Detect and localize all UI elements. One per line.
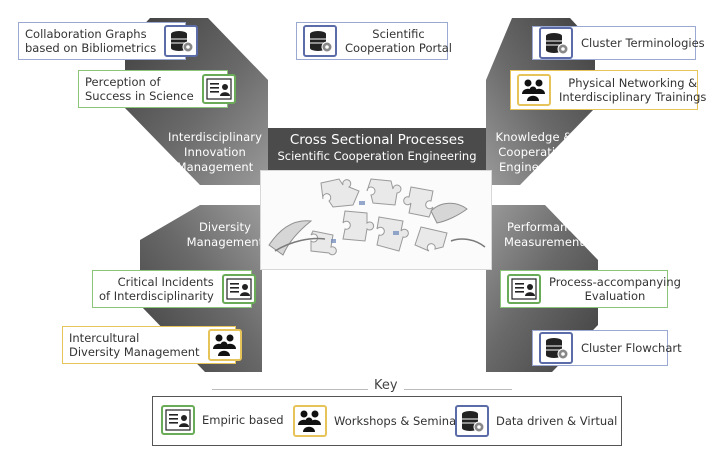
box-perception-of-success: Perception of Success in Science	[78, 70, 236, 108]
box-cluster-terminologies: Cluster Terminologies	[532, 26, 705, 60]
arm-label-line: Engineering	[498, 160, 570, 174]
box-text-line: Cooperation Portal	[345, 41, 452, 55]
key-item-empiric: Empiric based	[161, 405, 284, 435]
box-text-line: Perception of	[85, 75, 161, 89]
database-gear-icon	[539, 332, 573, 364]
arm-label-line: Management	[176, 160, 254, 174]
puzzle-pieces-image	[260, 170, 492, 270]
box-text-line: Evaluation	[584, 289, 646, 303]
group-icon	[517, 74, 551, 106]
box-text-line: based on Bibliometrics	[25, 41, 157, 55]
box-text: Physical Networking & Interdisciplinary …	[559, 76, 706, 104]
box-text-line: Physical Networking &	[568, 76, 698, 90]
arm-label-top-left: Interdisciplinary Innovation Management	[160, 130, 270, 175]
database-gear-icon	[164, 25, 199, 57]
arm-label-line: Diversity	[198, 220, 252, 234]
key-item-data-driven: Data driven & Virtual	[455, 405, 617, 437]
box-critical-incidents: Critical Incidents of Interdisciplinarit…	[92, 270, 256, 308]
box-text: Critical Incidents of Interdisciplinarit…	[99, 275, 214, 303]
arm-label-line: Interdisciplinary	[167, 130, 263, 144]
box-text-line: Success in Science	[85, 89, 194, 103]
key-title: Key	[368, 378, 404, 393]
arm-label-bottom-left: Diversity Management	[180, 220, 270, 250]
key-item-label: Data driven & Virtual	[496, 414, 618, 428]
arm-label-bottom-right: Performance Measurement	[494, 220, 594, 250]
box-text-line: Collaboration Graphs	[25, 27, 147, 41]
box-scientific-cooperation-portal: Scientific Cooperation Portal	[296, 22, 452, 60]
box-text: Perception of Success in Science	[85, 75, 194, 103]
arm-label-line: Knowledge &	[495, 130, 573, 144]
key-item-label: Empiric based	[202, 413, 284, 427]
center-subtitle: Scientific Cooperation Engineering	[277, 149, 477, 163]
box-text-line: of Interdisciplinarity	[99, 289, 214, 303]
box-text-line: Diversity Management	[69, 345, 200, 359]
arm-label-top-right: Knowledge & Cooperation Engineering	[484, 130, 584, 175]
box-text-line: Critical Incidents	[117, 275, 214, 289]
center-header: Cross Sectional Processes Scientific Coo…	[268, 128, 486, 170]
box-text: Intercultural Diversity Management	[69, 331, 200, 359]
id-card-icon	[507, 274, 541, 304]
box-text: Cluster Flowchart	[581, 341, 682, 355]
group-icon	[207, 329, 242, 361]
box-text: Cluster Terminologies	[581, 36, 705, 50]
key-legend: Empiric based Workshops & Seminars Data …	[152, 396, 622, 446]
box-text: Scientific Cooperation Portal	[345, 27, 452, 55]
id-card-icon	[221, 274, 256, 304]
box-text-line: Scientific	[372, 27, 425, 41]
box-text-line: Cluster Terminologies	[581, 36, 705, 50]
box-text-line: Process-accompanying	[549, 275, 681, 289]
box-collaboration-graphs: Collaboration Graphs based on Bibliometr…	[18, 22, 199, 60]
box-text-line: Intercultural	[69, 331, 140, 345]
database-gear-icon	[539, 27, 573, 59]
arm-label-line: Management	[186, 235, 264, 249]
center-title: Cross Sectional Processes	[289, 132, 465, 148]
arm-label-line: Performance	[507, 220, 581, 234]
key-item-workshops: Workshops & Seminars	[293, 405, 467, 437]
box-text: Collaboration Graphs based on Bibliometr…	[25, 27, 156, 55]
box-process-accompanying-evaluation: Process-accompanying Evaluation	[500, 270, 681, 308]
group-icon	[293, 405, 327, 437]
box-intercultural-diversity: Intercultural Diversity Management	[62, 326, 242, 364]
database-gear-icon	[303, 25, 337, 57]
box-text: Process-accompanying Evaluation	[549, 275, 681, 303]
database-gear-icon	[455, 405, 489, 437]
arm-label-line: Measurement	[503, 235, 585, 249]
key-item-label: Workshops & Seminars	[334, 414, 467, 428]
arm-label-line: Innovation	[184, 145, 246, 159]
box-text-line: Cluster Flowchart	[581, 341, 682, 355]
box-physical-networking: Physical Networking & Interdisciplinary …	[510, 70, 706, 110]
box-cluster-flowchart: Cluster Flowchart	[532, 330, 682, 366]
id-card-icon	[161, 405, 195, 435]
arm-label-line: Cooperation	[498, 145, 570, 159]
box-text-line: Interdisciplinary Trainings	[559, 90, 707, 104]
key-divider	[212, 389, 512, 390]
id-card-icon	[201, 74, 236, 104]
